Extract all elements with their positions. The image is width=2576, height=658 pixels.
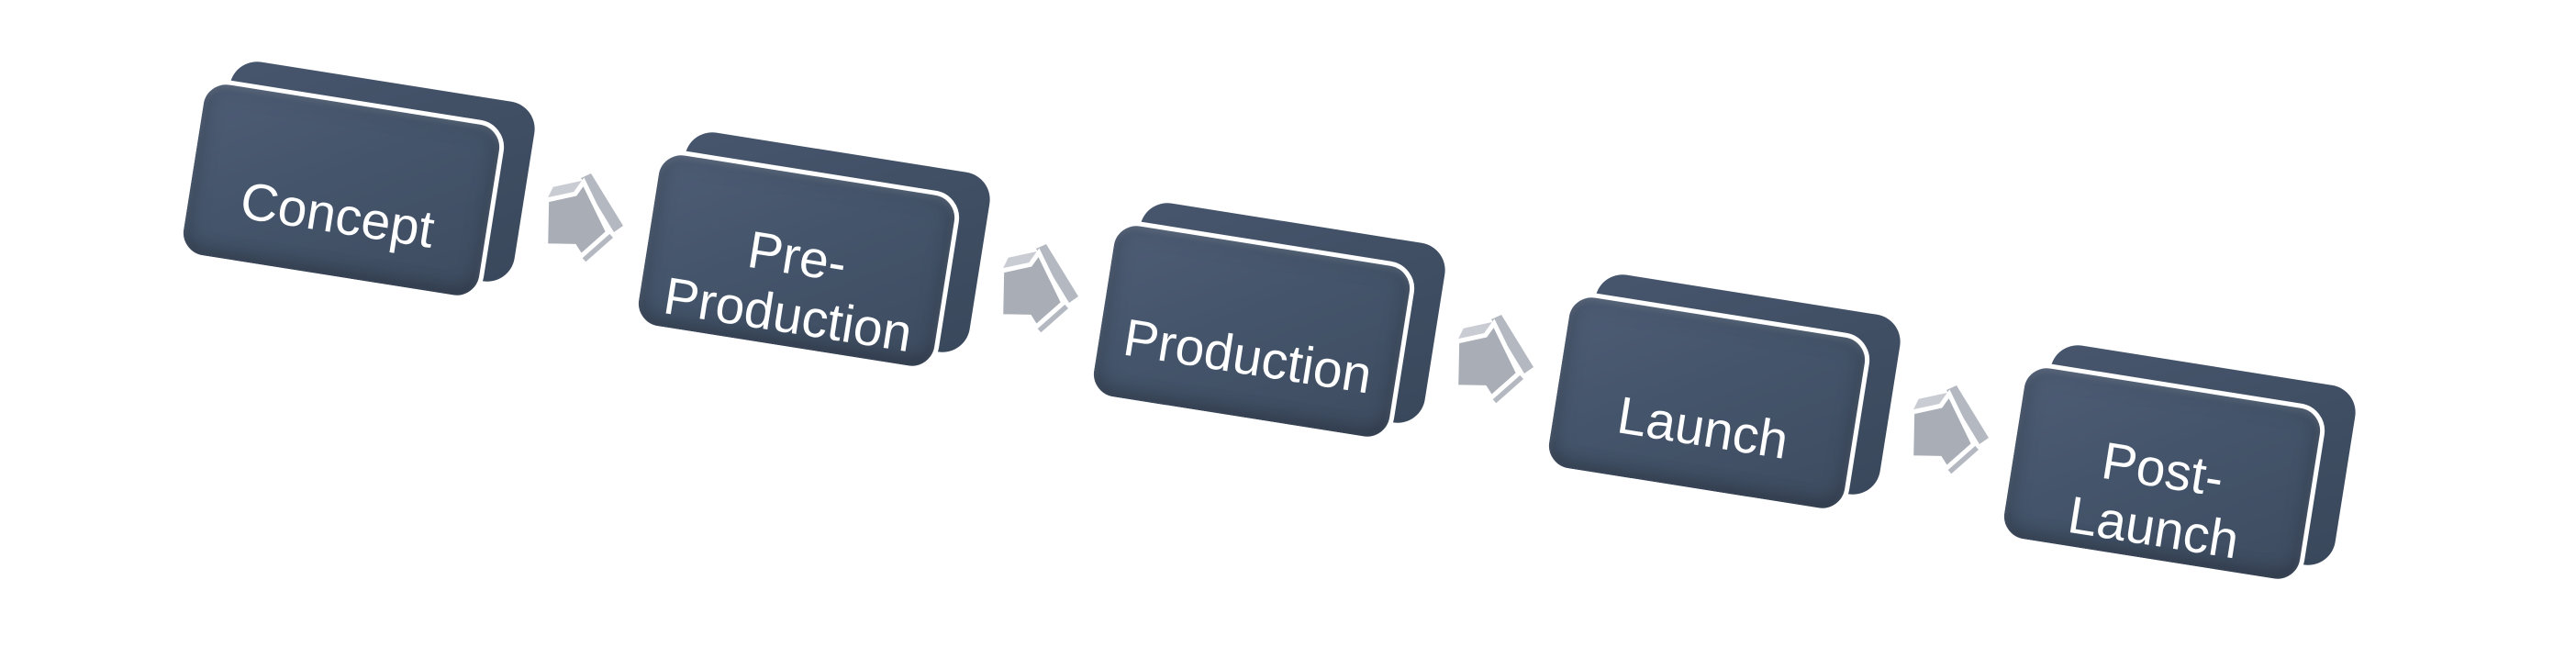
arrow-bottom-side [581,232,613,262]
step-box-launch: Launch [1540,270,1904,518]
flow-arrow-icon [998,244,1078,333]
arrow-head-side [1036,244,1078,303]
arrow-front-face [998,248,1066,331]
arrow-top-face [1912,393,1947,412]
step-label: Pre- Production [660,219,917,364]
arrow-top-face [1001,251,1037,271]
arrow-front-face [1454,318,1522,402]
step-label: Production [1120,307,1377,406]
arrow-top-face [1456,322,1492,341]
flow-arrow-icon [1909,385,1989,474]
arrow-bottom-side [1946,444,1979,474]
arrow-front-face [1909,389,1977,473]
arrow-top-face [546,181,582,200]
step-label: Post- Launch [2064,430,2243,571]
step-label: Concept [236,171,439,260]
arrow-front-face [543,177,611,261]
step-label: Launch [1613,385,1793,471]
arrow-head-side [1491,315,1533,374]
step-box-pre-production: Pre- Production [630,128,994,375]
arrow-bottom-side [1491,374,1523,404]
step-box-concept: Concept [174,57,539,305]
flow-arrow-icon [1454,315,1533,404]
step-box-production: Production [1085,198,1449,446]
arrow-head-side [581,173,623,232]
arrow-head-side [1946,385,1989,444]
arrow-bottom-side [1036,303,1068,333]
step-box-post-launch: Post- Launch [1995,340,2359,588]
flow-arrow-icon [543,173,623,262]
